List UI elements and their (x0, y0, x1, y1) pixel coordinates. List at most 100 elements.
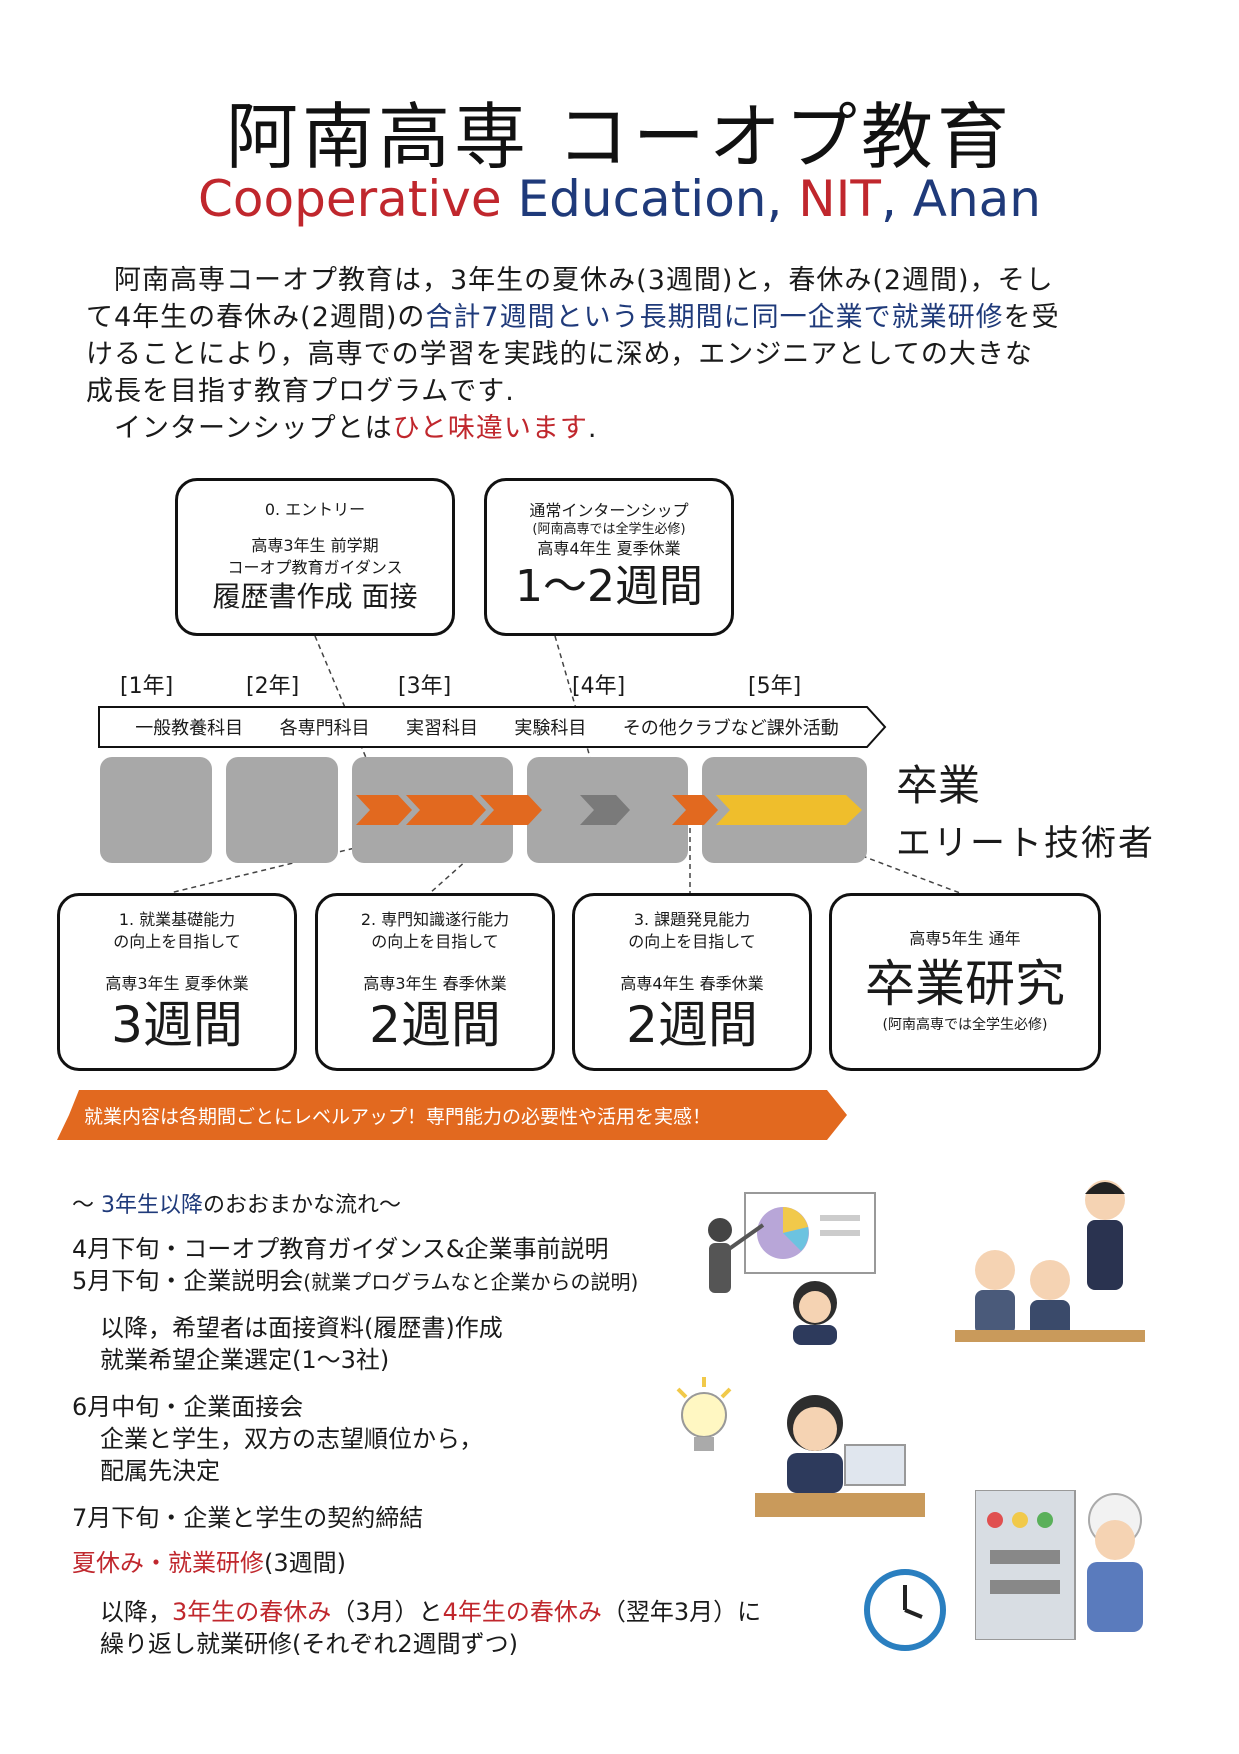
stage-title: の向上を目指して (371, 932, 499, 951)
chevron-arrow (356, 795, 412, 825)
internship-title: 通常インターンシップ (529, 501, 689, 520)
entry-step: 0. エントリー (264, 500, 366, 519)
laptop-worker-illustration (755, 1395, 925, 1517)
lightbulb-icon (676, 1377, 732, 1451)
flow-item-text: （3月）と (331, 1598, 443, 1626)
flow-item: 配属先決定 (100, 1457, 220, 1485)
flow-heading: ～ 3年生以降のおおまかな流れ～ (72, 1190, 401, 1221)
page-subtitle: Cooperative Education, NIT, Anan (0, 170, 1239, 228)
intro-line: インターンシップとはひと味違います. (86, 410, 1176, 447)
internship-term: 高専4年生 夏季休業 (537, 539, 681, 558)
entry-task: 履歴書作成 面接 (212, 580, 418, 613)
year-block (100, 757, 212, 863)
flow-item: 夏休み・就業研修(3週間) (72, 1548, 346, 1579)
flow-item: 7月下旬・企業と学生の契約締結 (72, 1504, 424, 1532)
intro-text: を受 (1003, 302, 1060, 333)
stage-duration: 2週間 (369, 996, 501, 1054)
internship-box: 通常インターンシップ (阿南高専では全学生必修) 高専4年生 夏季休業 1～2週… (484, 478, 734, 636)
control-panel-engineer-illustration (975, 1490, 1143, 1640)
levelup-banner-text: 就業内容は各期間ごとにレベルアップ！専門能力の必要性や活用を実感！ (84, 1105, 712, 1128)
elite-engineer-label: エリート技術者 (896, 824, 1156, 864)
activities-banner (98, 706, 887, 748)
chevron-arrow (406, 795, 486, 825)
graduation-label: 卒業 (896, 761, 981, 810)
flow-heading-text: ～ (72, 1193, 101, 1218)
stage-duration: 3週間 (111, 996, 243, 1054)
flow-item-text: (3週間) (264, 1549, 346, 1577)
connector-line (314, 635, 373, 773)
flow-item: 4月下旬・コーオプ教育ガイダンス&企業事前説明 (72, 1235, 609, 1263)
internship-note: (阿南高専では全学生必修) (532, 522, 686, 537)
year-label: [4年] (572, 674, 626, 699)
flow-heading-highlight: 3年生以降 (101, 1193, 203, 1218)
activities-list: 一般教養科目 各専門科目 実習科目 実験科目 その他クラブなど課外活動 (97, 705, 857, 749)
activity-item: 実験科目 (514, 718, 587, 739)
flow-item-highlight: 4年生の春休み (442, 1598, 602, 1626)
flow-item-note: (就業プログラムなと企業からの説明) (303, 1270, 639, 1294)
subtitle-part: , Anan (880, 170, 1041, 228)
stage-duration: 2週間 (626, 996, 758, 1054)
stage-term: 高専3年生 春季休業 (363, 974, 507, 993)
chevron-arrow (480, 795, 542, 825)
activity-item: 各専門科目 (279, 718, 370, 739)
clock-icon (864, 1569, 946, 1651)
flow-item: 以降，希望者は面接資料(履歴書)作成 (100, 1314, 503, 1342)
internship-duration: 1～2週間 (515, 561, 703, 612)
research-box: 高専5年生 通年 卒業研究 (阿南高専では全学生必修) (829, 893, 1101, 1071)
research-note: (阿南高専では全学生必修) (882, 1017, 1048, 1033)
stage-term: 高専3年生 夏季休業 (105, 974, 249, 993)
intro-text: インターンシップとは (86, 413, 393, 444)
stage-box: 3. 課題発見能力 の向上を目指して 高専4年生 春季休業 2週間 (572, 893, 812, 1071)
subtitle-part: Cooperative (198, 170, 502, 228)
page-title: 阿南高専 コーオプ教育 (226, 95, 1013, 179)
research-title: 卒業研究 (865, 955, 1065, 1013)
flow-item-text: （翌年3月）に (601, 1598, 762, 1626)
stage-term: 高専4年生 春季休業 (620, 974, 764, 993)
stage-title: 1. 就業基礎能力 (118, 910, 236, 929)
flow-item: 以降，3年生の春休み（3月）と4年生の春休み（翌年3月）に (100, 1597, 761, 1628)
flow-item-text: 以降， (100, 1598, 172, 1626)
stage-box: 1. 就業基礎能力 の向上を目指して 高専3年生 夏季休業 3週間 (57, 893, 297, 1071)
flow-item-highlight: 夏休み・就業研修 (72, 1549, 264, 1577)
entry-guidance: コーオプ教育ガイダンス (227, 558, 403, 577)
intro-paragraph: 阿南高専コーオプ教育は，3年生の夏休み(3週間)と，春休み(2週間)，そし て4… (86, 262, 1176, 447)
intro-line: 阿南高専コーオプ教育は，3年生の夏休み(3週間)と，春休み(2週間)，そし (86, 265, 1054, 296)
activity-item: 一般教養科目 (135, 718, 244, 739)
flow-item-highlight: 3年生の春休み (172, 1598, 332, 1626)
meeting-illustration (955, 1180, 1145, 1342)
flow-item-text: 5月下旬・企業説明会 (72, 1267, 304, 1295)
year-label: [2年] (246, 674, 300, 699)
entry-box: 0. エントリー 高専3年生 前学期 コーオプ教育ガイダンス 履歴書作成 面接 (175, 478, 455, 636)
flow-item: 企業と学生，双方の志望順位から， (100, 1425, 484, 1453)
stage-title: 2. 専門知識遂行能力 (360, 910, 510, 929)
intro-text: . (587, 413, 598, 444)
chevron-arrow (672, 795, 718, 825)
year-block (226, 757, 338, 863)
intro-line: けることにより，高専での学習を実践的に深め，エンジニアとしての大きな (86, 339, 1033, 370)
subtitle-part: Education, (501, 170, 799, 228)
stage-title: の向上を目指して (113, 932, 241, 951)
subtitle-part: NIT (798, 170, 881, 228)
intro-line: て4年生の春休み(2週間)の合計7週間という長期間に同一企業で就業研修を受 (86, 299, 1176, 336)
chevron-arrow (580, 795, 630, 825)
entry-term: 高専3年生 前学期 (251, 536, 379, 555)
activity-item: 実習科目 (405, 718, 478, 739)
year-label: [3年] (398, 674, 452, 699)
flow-heading-text: のおおまかな流れ～ (203, 1193, 402, 1218)
flow-item: 6月中旬・企業面接会 (72, 1393, 304, 1421)
stage-box: 2. 専門知識遂行能力 の向上を目指して 高専3年生 春季休業 2週間 (315, 893, 555, 1071)
flow-item: 就業希望企業選定(1～3社) (100, 1346, 390, 1374)
chevron-arrow (716, 795, 862, 825)
activity-item: その他クラブなど課外活動 (622, 718, 839, 739)
intro-highlight: ひと味違います (392, 413, 588, 444)
presentation-illustration (708, 1192, 876, 1345)
intro-line: 成長を目指す教育プログラムです. (86, 376, 515, 407)
intro-text: て4年生の春休み(2週間)の (86, 302, 426, 333)
research-term: 高専5年生 通年 (909, 929, 1021, 948)
flow-item: 繰り返し就業研修(それぞれ2週間ずつ) (100, 1630, 518, 1658)
flow-item: 5月下旬・企業説明会(就業プログラムなと企業からの説明) (72, 1266, 638, 1298)
stage-title: 3. 課題発見能力 (633, 910, 751, 929)
stage-title: の向上を目指して (628, 932, 756, 951)
levelup-banner (57, 1090, 847, 1140)
